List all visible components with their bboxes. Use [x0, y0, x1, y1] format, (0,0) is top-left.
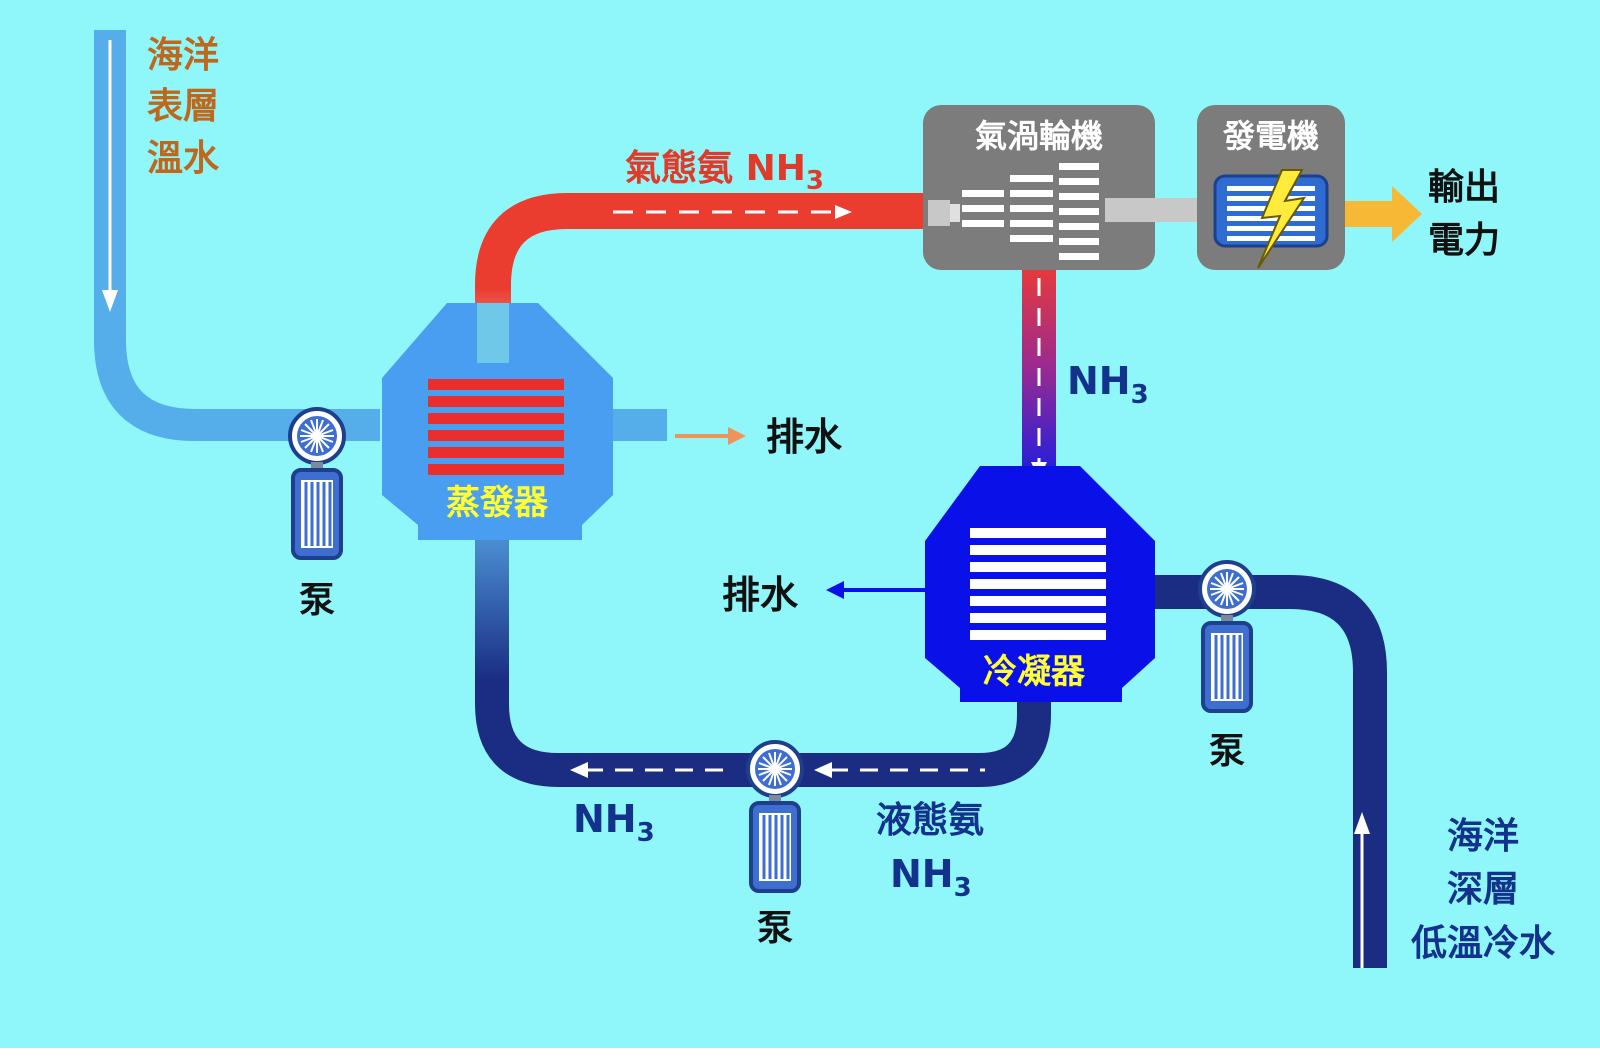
cold-water-label: 海洋 深層 低溫冷水	[1411, 816, 1556, 964]
vapor-ammonia-text: 氣態氨	[625, 148, 733, 189]
nh3-down-subscript: 3	[1131, 380, 1149, 410]
evaporator-label: 蒸發器	[446, 483, 549, 523]
liquid-nh3-subscript: 3	[954, 873, 972, 903]
cold-water-label-line1: 海洋	[1447, 816, 1519, 857]
warm-water-label: 海洋 表層 溫水	[147, 35, 220, 179]
pump-return-label: 泵	[757, 908, 793, 949]
liquid-nh3-label: NH3	[890, 852, 972, 903]
vapor-nh3-text: NH	[746, 148, 806, 189]
warm-water-label-line3: 溫水	[147, 138, 220, 179]
liquid-ammonia-return-pipe	[475, 545, 1051, 787]
liquid-flow-arrow-left	[570, 762, 588, 778]
cold-water-label-line2: 深層	[1447, 869, 1519, 910]
liquid-flow-arrow-right	[814, 762, 832, 778]
warm-discharge-arrowhead	[728, 427, 746, 445]
lightning-icon	[1257, 169, 1307, 269]
nh3-down-label: NH3	[1067, 359, 1149, 410]
pump-ammonia-return	[746, 740, 804, 893]
turbine-label: 氣渦輪機	[975, 117, 1103, 155]
vapor-ammonia-pipe	[475, 193, 930, 360]
warm-discharge-pipe	[605, 409, 667, 441]
warm-discharge-label: 排水	[766, 415, 843, 459]
liquid-ammonia-label: 液態氨 NH3	[876, 800, 984, 903]
turbine-inlet-nozzle	[950, 204, 960, 222]
nh3-return-text: NH	[573, 797, 637, 841]
pump-warm-label: 泵	[299, 580, 335, 621]
liquid-nh3-text: NH	[890, 852, 954, 896]
evaporator-coils	[428, 379, 564, 475]
vapor-ammonia-label: 氣態氨 NH3	[625, 148, 824, 196]
warm-water-label-line1: 海洋	[147, 35, 219, 76]
cold-discharge-arrowhead	[826, 581, 844, 599]
power-output-arrow-body	[1345, 201, 1397, 227]
pump-cold-label: 泵	[1209, 731, 1245, 772]
turbine-blades	[962, 163, 1099, 260]
power-output-line1: 輸出	[1428, 167, 1500, 208]
cold-water-pipe	[1150, 575, 1387, 968]
vapor-nh3-subscript: 3	[806, 166, 824, 196]
nh3-return-subscript: 3	[637, 818, 655, 848]
evaporator-inlet	[477, 303, 509, 363]
return-pipe-transition	[475, 540, 509, 680]
liquid-ammonia-text: 液態氨	[876, 800, 984, 841]
power-output-arrowhead	[1392, 186, 1422, 242]
nh3-down-text: NH	[1067, 359, 1131, 403]
turbine-inlet	[928, 200, 950, 226]
nh3-return-label: NH3	[573, 797, 655, 848]
condenser-coils	[970, 528, 1106, 640]
cold-discharge-label: 排水	[722, 573, 799, 617]
warm-water-intake-pipe	[94, 30, 380, 441]
generator-label: 發電機	[1222, 117, 1319, 155]
vapor-flow-arrow	[835, 205, 852, 219]
warm-water-flow-arrow	[102, 290, 118, 312]
pump-warm-water	[288, 407, 346, 560]
cold-water-flow-arrow	[1354, 812, 1370, 834]
power-output-line2: 電力	[1428, 220, 1500, 261]
condenser-label: 冷凝器	[983, 652, 1086, 692]
warm-water-label-line2: 表層	[147, 86, 219, 127]
power-output-label: 輸出 電力	[1428, 167, 1500, 261]
pump-cold-water	[1198, 560, 1256, 713]
turbine-shaft	[1105, 198, 1203, 222]
cold-water-label-line3: 低溫冷水	[1411, 923, 1556, 964]
